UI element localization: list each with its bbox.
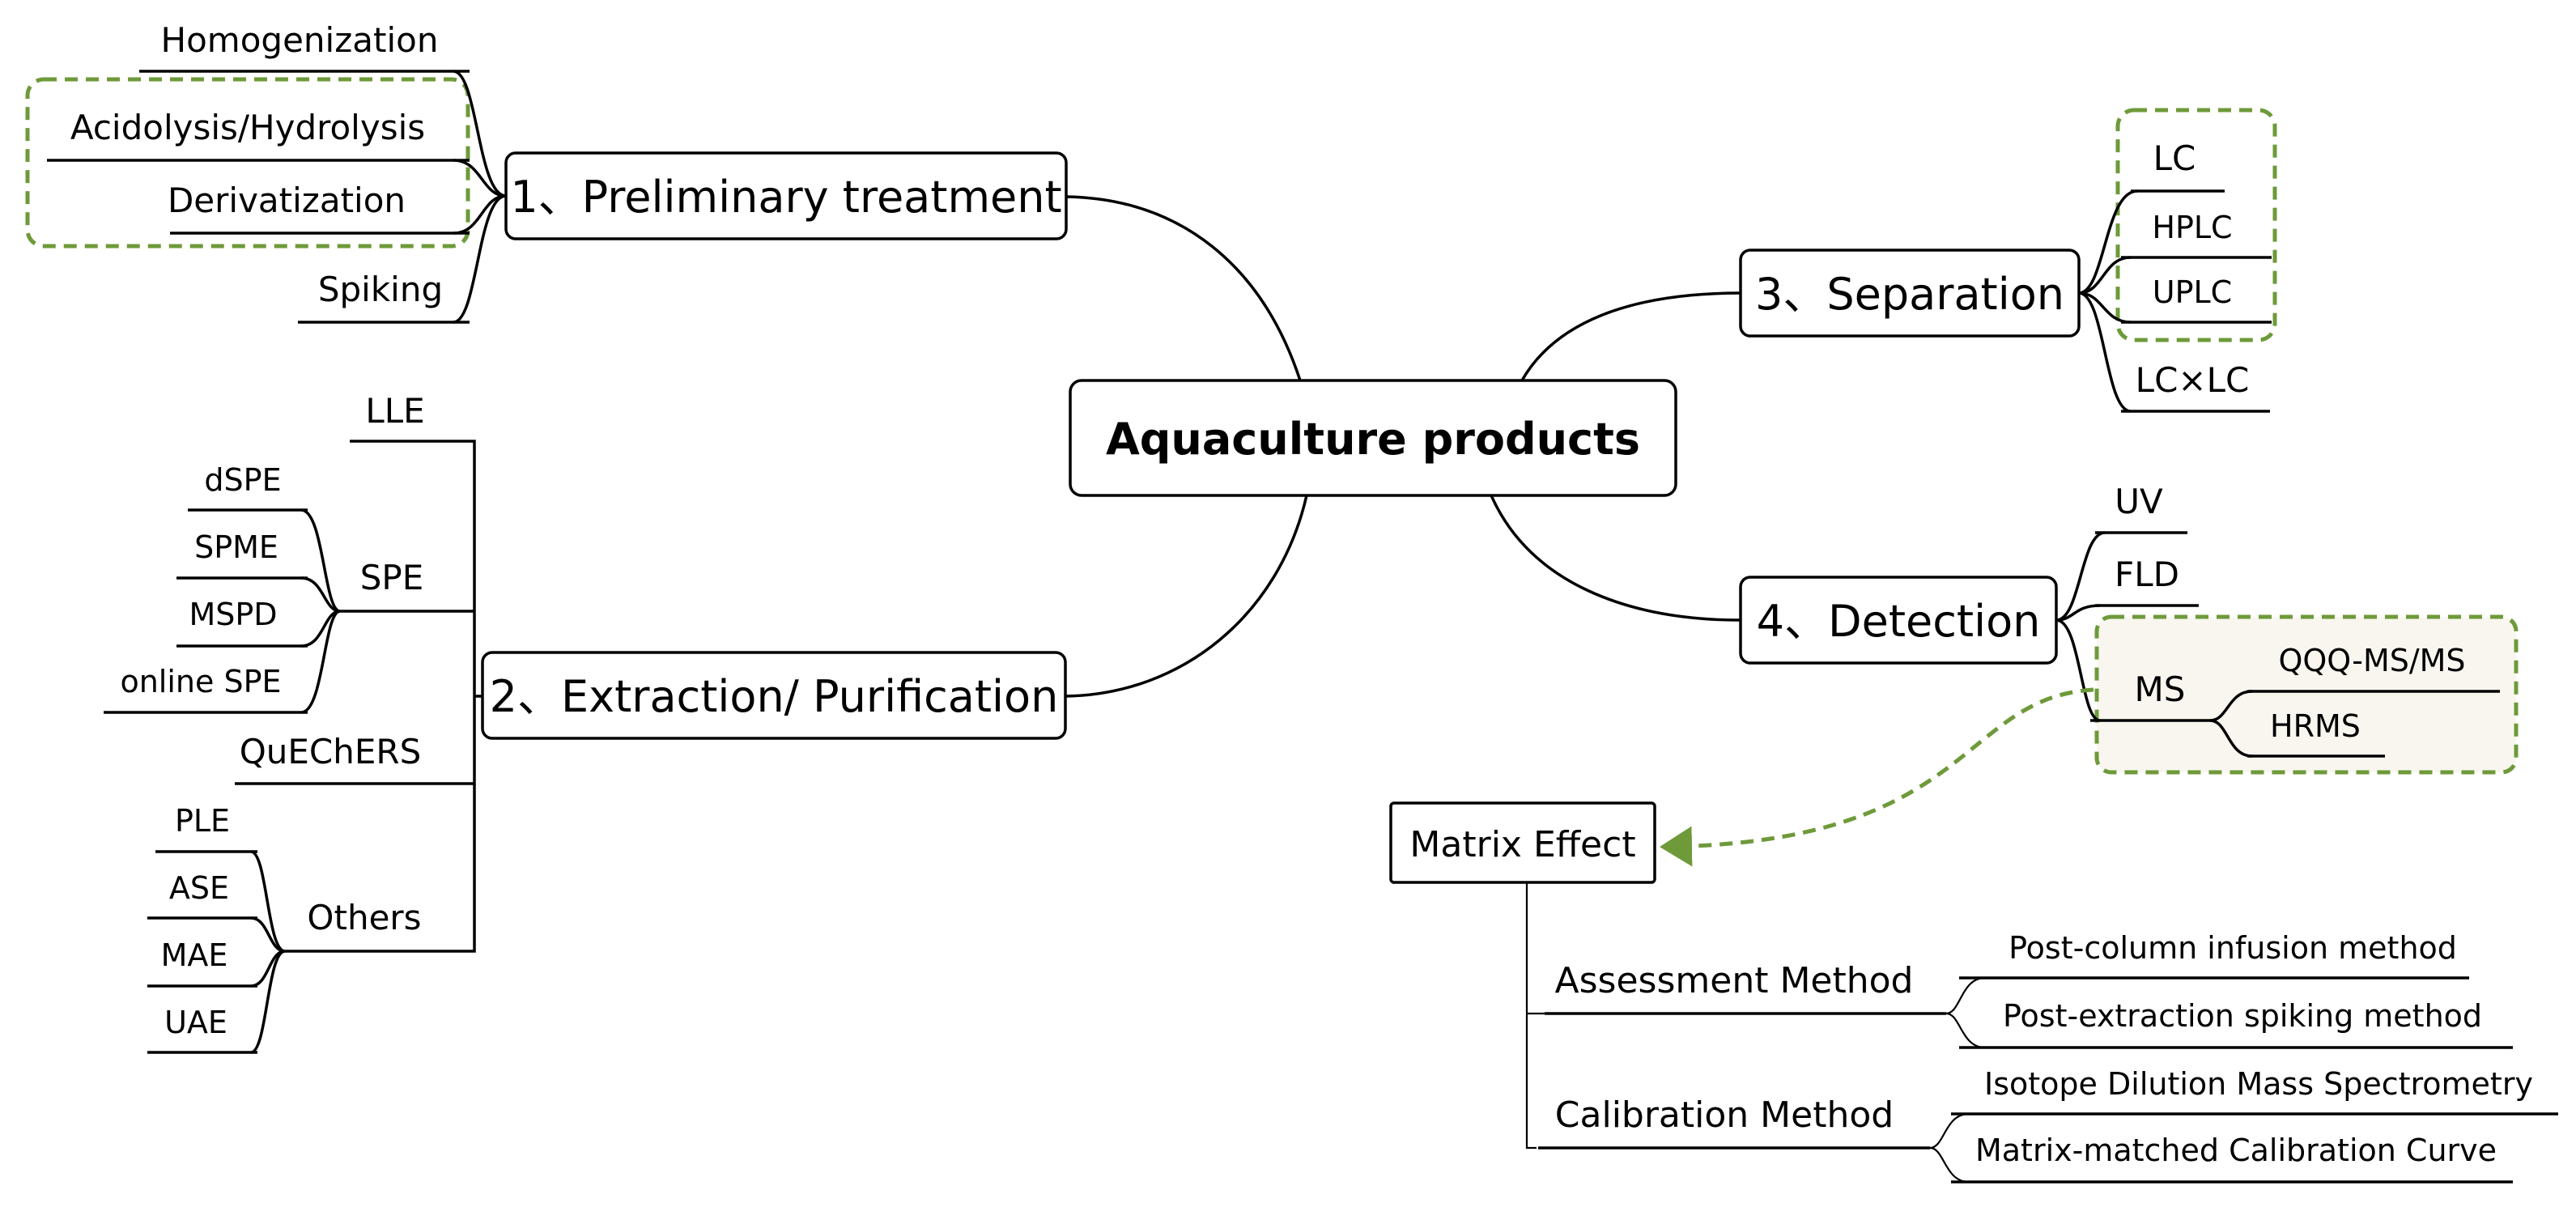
- extraction-quechers: QuEChERS: [240, 732, 422, 771]
- highlight-box-ms: [2094, 614, 2519, 775]
- preliminary-item-4: Spiking: [318, 270, 443, 309]
- separation-item-2: HPLC: [2152, 210, 2232, 245]
- calibration-label: Calibration Method: [1555, 1094, 1894, 1136]
- extraction-label: 2、Extraction/ Purification: [490, 671, 1059, 722]
- preliminary-label: 1、Preliminary treatment: [510, 172, 1061, 223]
- separation-label: 3、Separation: [1755, 269, 2064, 320]
- highlight-box-separation: [2115, 108, 2277, 342]
- ms-item-2: HRMS: [2270, 708, 2361, 744]
- extraction-branch: 2、Extraction/ Purification LLE SPE QuECh…: [104, 391, 1067, 1054]
- separation-item-4: LC×LC: [2136, 360, 2250, 400]
- others-item-1: PLE: [175, 803, 230, 839]
- spe-item-2: SPME: [194, 529, 278, 565]
- extraction-spe: SPE: [360, 558, 424, 597]
- spe-item-3: MSPD: [189, 597, 277, 632]
- separation-item-3: UPLC: [2153, 274, 2232, 310]
- matrix-effect-branch: Matrix Effect Assessment Method Calibrat…: [1389, 687, 2558, 1184]
- connector-detection: [1490, 495, 1741, 622]
- calibration-item-2: Matrix-matched Calibration Curve: [1975, 1133, 2497, 1168]
- assessment-item-1: Post-column infusion method: [2009, 930, 2457, 966]
- separation-item-1: LC: [2153, 138, 2196, 178]
- detection-item-fld: FLD: [2115, 555, 2179, 594]
- matrix-effect-label: Matrix Effect: [1409, 824, 1635, 865]
- separation-branch: 3、Separation LC HPLC UPLC LC×LC: [1739, 108, 2277, 413]
- detection-item-ms: MS: [2135, 669, 2186, 709]
- connector-extraction: [1065, 495, 1308, 698]
- detection-item-uv: UV: [2115, 482, 2163, 521]
- preliminary-branch: 1、Preliminary treatment Homogenization A…: [25, 20, 1068, 324]
- others-item-4: UAE: [164, 1005, 227, 1040]
- ms-item-1: QQQ-MS/MS: [2278, 643, 2465, 678]
- detection-branch: 4、Detection UV FLD MS QQQ-MS/MS HRMS: [1739, 482, 2519, 775]
- preliminary-item-1: Homogenization: [161, 20, 439, 60]
- connector-preliminary: [1065, 195, 1302, 381]
- spe-item-4: online SPE: [120, 664, 281, 699]
- detection-label: 4、Detection: [1757, 596, 2041, 647]
- spe-item-1: dSPE: [204, 462, 281, 498]
- calibration-item-1: Isotope Dilution Mass Spectrometry: [1984, 1066, 2533, 1102]
- others-item-3: MAE: [161, 937, 228, 973]
- center-label: Aquaculture products: [1106, 414, 1640, 465]
- preliminary-item-3: Derivatization: [168, 181, 406, 220]
- ms-to-matrix-arrow: [1660, 687, 2094, 867]
- assessment-label: Assessment Method: [1555, 960, 1914, 1001]
- extraction-others: Others: [307, 898, 421, 937]
- center-node: Aquaculture products: [1069, 379, 1677, 497]
- connector-separation: [1520, 291, 1741, 381]
- extraction-lle: LLE: [365, 391, 424, 431]
- assessment-item-2: Post-extraction spiking method: [2003, 998, 2482, 1034]
- others-item-2: ASE: [169, 870, 229, 906]
- highlight-box-preliminary: [25, 77, 470, 249]
- preliminary-item-2: Acidolysis/Hydrolysis: [70, 108, 425, 147]
